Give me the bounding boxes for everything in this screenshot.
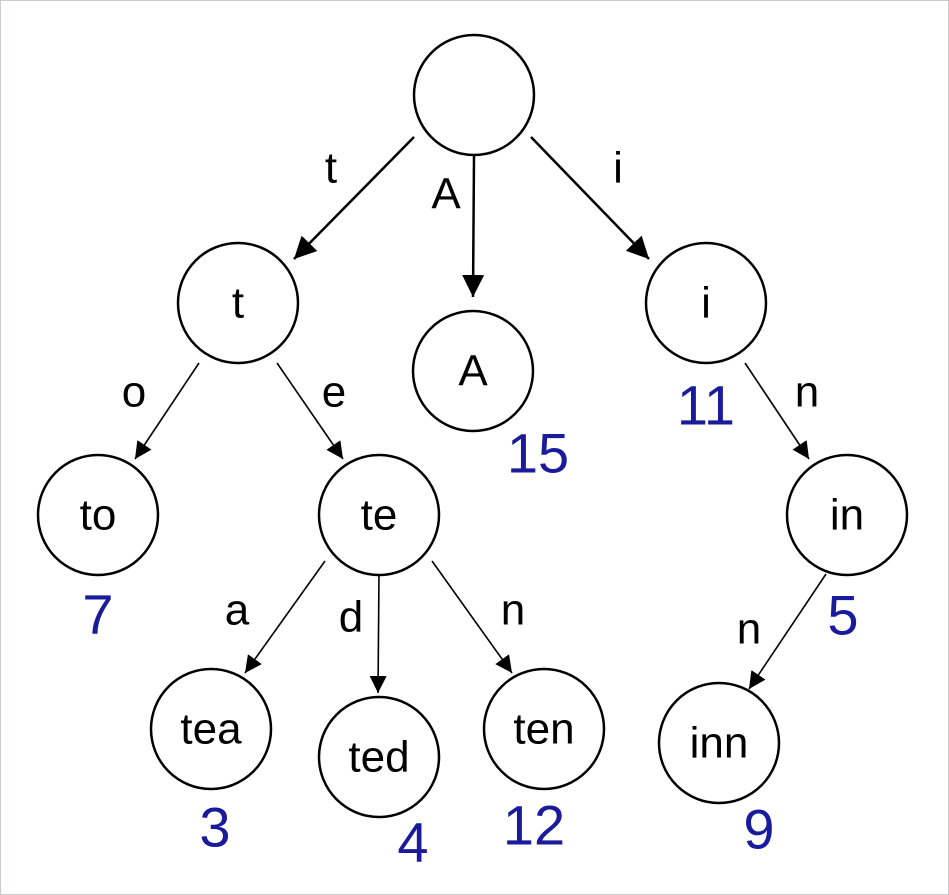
edge-t-to [134,362,200,460]
edge-label-te-ten: n [501,586,525,635]
node-label-inn: inn [690,719,749,768]
trie-node-in: in [785,453,909,577]
node-value-A: 15 [507,422,569,485]
edge-label-te-ted: d [339,593,363,642]
edge-te-ten [431,560,513,674]
trie-node-ten: ten [482,667,606,791]
trie-node-to: to [36,453,160,577]
edge-label-root-t: t [325,144,337,193]
trie-node-t: t [176,241,300,365]
node-label-A: A [458,347,488,396]
edge-in-inn [748,573,827,690]
node-label-i: i [701,279,711,328]
node-label-to: to [80,491,117,540]
trie-node-te: te [317,453,441,577]
node-value-to: 7 [82,583,113,646]
edge-t-te [276,362,344,460]
edge-label-te-tea: a [225,586,250,635]
trie-node-root [412,33,536,157]
node-label-ted: ted [348,733,409,782]
trie-node-ted: ted [317,695,441,819]
trie-node-tea: tea [149,667,273,791]
node-value-ted: 4 [397,811,428,874]
node-value-i: 11 [677,374,735,437]
edge-label-t-to: o [122,368,146,417]
node-label-te: te [361,491,398,540]
edge-root-t [293,136,415,260]
trie-node-inn: inn [657,681,781,805]
edge-te-ted [369,573,387,694]
node-label-in: in [830,491,864,540]
trie-node-A: A [411,309,535,433]
edge-label-root-A: A [431,170,461,219]
edge-te-tea [244,560,326,674]
edge-label-t-te: e [322,368,346,417]
node-label-ten: ten [513,705,574,754]
edge-root-A [462,155,485,298]
node-value-inn: 9 [743,798,774,861]
node-value-ten: 12 [503,794,565,857]
edge-label-root-i: i [613,144,623,193]
node-value-tea: 3 [199,796,230,859]
edge-i-in [744,362,810,460]
node-value-in: 5 [827,584,858,647]
edge-label-i-in: n [795,368,819,417]
trie-node-i: i [644,241,768,365]
edge-root-i [530,136,650,260]
node-label-tea: tea [180,705,242,754]
node-label-t: t [232,279,244,328]
edge-label-in-inn: n [737,605,761,654]
